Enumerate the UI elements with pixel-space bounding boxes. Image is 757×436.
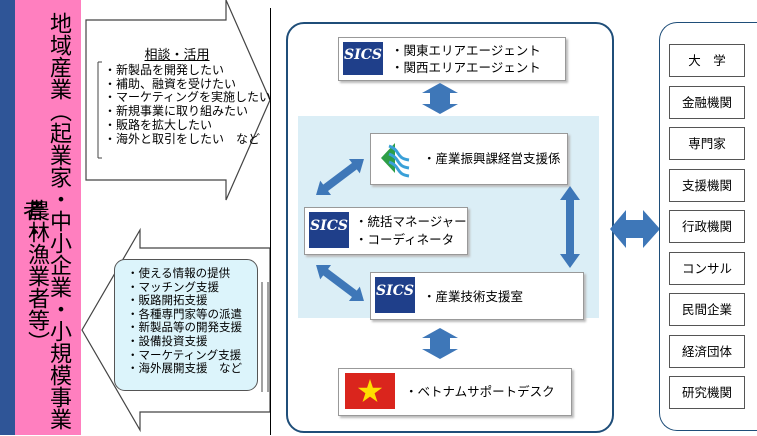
partner-box: 専門家 [669,127,745,160]
regional-industry-panel [15,0,81,435]
consult-item: ・マーケティングを実施したい [104,90,272,105]
consult-item: ・海外と取引をしたい など [104,131,261,146]
partner-box: 大 学 [669,44,745,77]
sics-logo-icon: SICS [343,42,383,75]
consult-item: ・補助、融資を受けたい [104,76,237,91]
partner-box: 民間企業 [669,293,745,326]
support-item: ・使える情報の提供 [127,266,231,280]
partner-box: 金融機関 [669,86,745,119]
manager-promotion-arrow [316,158,364,196]
manager-tech-arrow [316,264,364,302]
support-list: ・使える情報の提供 ・マッチング支援 ・販路開拓支援 ・各種専門家等の派遣 ・新… [127,266,242,376]
support-item: ・海外展開支援 など [127,361,242,376]
partner-box: 研究機関 [669,376,745,409]
agent-link-arrow [422,83,458,114]
partners-link-arrow [610,210,660,248]
support-item: ・新製品等の開発支援 [127,320,242,335]
regional-industry-title: 地域産業（起業家・中小企業・小規模事業者・ [19,12,71,430]
vietnam-flag-icon [345,373,395,409]
consult-list: ・新製品を開発したい ・補助、融資を受けたい ・マーケティングを実施したい ・新… [104,63,272,146]
partner-box: コンサル [669,252,745,285]
sics-logo-icon: SICS [309,212,349,248]
manager-line: ・コーディネータ [355,232,455,247]
partner-box: 行政機関 [669,210,745,243]
manager-line: ・統括マネージャー [355,214,467,229]
manager-card: SICS ・統括マネージャー ・コーディネータ [304,207,468,255]
stripes-logo-icon [381,143,410,178]
agent-line: ・関東エリアエージェント [391,43,541,58]
promotion-tech-arrow [560,186,580,268]
support-item: ・各種専門家等の派遣 [127,306,242,321]
sics-logo-icon: SICS [375,277,415,313]
regional-industry-subtitle: 農林漁業者等） [24,198,49,353]
vietnam-label: ・ベトナムサポートデスク [405,384,555,399]
consult-arrow [85,0,271,201]
tech-card: SICS ・産業技術支援室 [370,272,584,320]
support-item: ・設備投資支援 [127,333,208,348]
consult-item: ・新製品を開発したい [104,63,225,77]
tech-label: ・産業技術支援室 [423,289,524,304]
agent-line: ・関西エリアエージェント [391,60,541,75]
left-accent-bar [0,0,15,435]
vietnam-card: ・ベトナムサポートデスク [338,368,572,416]
support-item: ・マッチング支援 [127,279,219,294]
agent-card: SICS ・関東エリアエージェント ・関西エリアエージェント [338,37,566,81]
support-box [114,259,258,391]
center-divider [270,8,271,435]
consult-header: 相談・活用 [144,48,210,63]
consult-item: ・新規事業に取り組みたい [104,104,249,119]
promotion-label: ・産業振興課経営支援係 [423,151,561,166]
promotion-card: ・産業振興課経営支援係 [370,133,568,185]
partners-frame [659,22,757,431]
partner-box: 支援機関 [669,169,745,202]
support-item: ・マーケティング支援 [127,347,242,362]
consult-item: ・販路を拡大したい [104,117,213,132]
support-item: ・販路開拓支援 [127,293,208,308]
partner-box: 経済団体 [669,335,745,368]
vietnam-link-arrow [422,328,458,359]
